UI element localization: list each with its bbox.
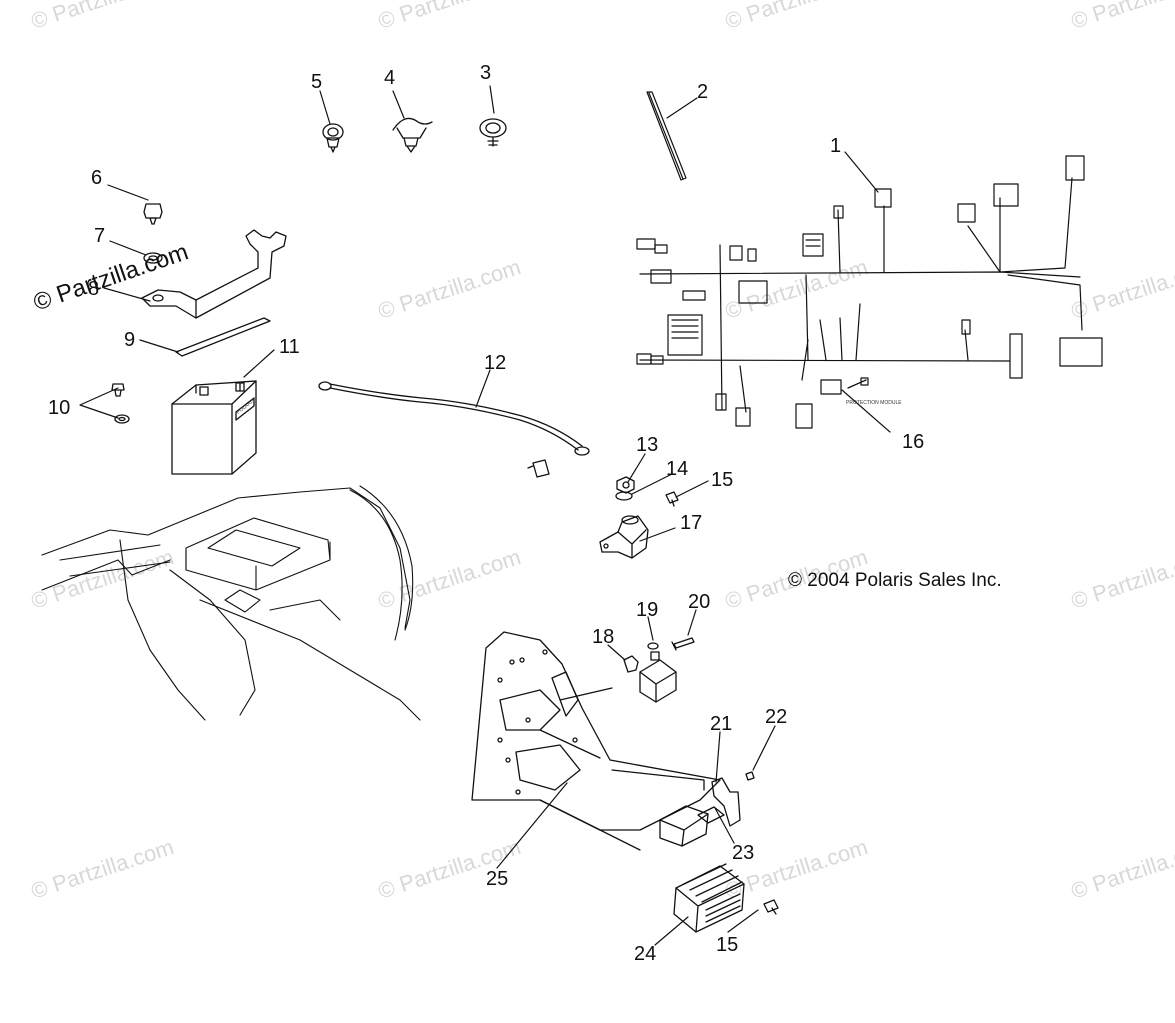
callout-10: 10 xyxy=(48,397,71,419)
protection-module xyxy=(860,377,869,386)
callout-17: 17 xyxy=(680,512,703,534)
callout-13: 13 xyxy=(636,434,659,456)
battery-bracket xyxy=(141,229,287,319)
callout-25: 25 xyxy=(486,868,509,890)
callout-19: 19 xyxy=(636,599,659,621)
battery-pad xyxy=(175,317,271,357)
battery-cable xyxy=(318,381,590,478)
callout-7: 7 xyxy=(94,225,106,247)
mounting-plate xyxy=(471,631,721,851)
solenoid-hardware xyxy=(615,476,679,507)
callout-18: 18 xyxy=(592,626,615,648)
callout-4: 4 xyxy=(384,67,396,89)
callout-20: 20 xyxy=(688,591,711,613)
callout-15b: 15 xyxy=(716,934,739,956)
wire-harness: PROTECTION MODULE xyxy=(636,155,1103,429)
callout-16: 16 xyxy=(902,431,925,453)
bolt-and-washer xyxy=(143,203,163,264)
callout-3: 3 xyxy=(480,62,492,84)
callout-2: 2 xyxy=(697,81,709,103)
callout-12: 12 xyxy=(484,352,507,374)
battery-terminal-hardware xyxy=(111,383,130,424)
callout-24: 24 xyxy=(634,943,657,965)
callout-1: 1 xyxy=(830,135,842,157)
callout-23: 23 xyxy=(732,842,755,864)
callout-14: 14 xyxy=(666,458,689,480)
harness-branch xyxy=(847,379,867,389)
mounting-bolt xyxy=(763,899,779,915)
copyright-notice: © 2004 Polaris Sales Inc. xyxy=(788,570,1002,591)
callout-8: 8 xyxy=(88,278,100,300)
cdi-bracket xyxy=(659,771,755,847)
voltage-regulator xyxy=(673,863,745,933)
battery: POLARIS xyxy=(171,380,257,475)
callout-11: 11 xyxy=(279,336,300,358)
leader-lines xyxy=(79,85,891,946)
callout-21: 21 xyxy=(710,713,733,735)
callout-15: 15 xyxy=(711,469,734,491)
harness-clips xyxy=(322,117,507,153)
starter-solenoid xyxy=(599,515,649,559)
callout-5: 5 xyxy=(311,71,323,93)
callout-22: 22 xyxy=(765,706,788,728)
vehicle-frame xyxy=(41,485,421,721)
callout-9: 9 xyxy=(124,329,136,351)
svg-text:PROTECTION MODULE: PROTECTION MODULE xyxy=(846,400,902,406)
relay-hardware xyxy=(623,637,695,703)
callout-6: 6 xyxy=(91,167,103,189)
cable-strap xyxy=(646,91,687,181)
